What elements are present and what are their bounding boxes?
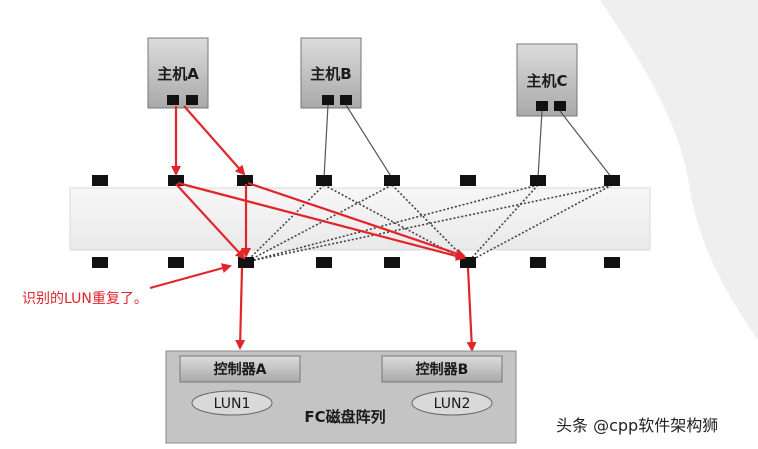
controller-a	[179, 355, 301, 383]
host-c-label: 主机C	[526, 72, 567, 90]
fc-switch-fabric	[69, 187, 651, 251]
controller-b-label: 控制器B	[416, 361, 469, 378]
background-watermark-shape	[600, 0, 758, 340]
lun2-disk	[411, 390, 493, 416]
lun1-disk	[191, 390, 273, 416]
lun2-label: LUN2	[434, 396, 471, 412]
highlighted-paths	[149, 105, 477, 352]
host-c-port-2	[554, 101, 566, 111]
host-b-port-2	[340, 95, 352, 105]
host-a-port-1	[167, 95, 179, 105]
switch-bottom-ports	[92, 257, 620, 268]
lun1-label: LUN1	[214, 396, 251, 412]
host-switch-links	[323, 104, 613, 179]
host-c-port-1	[536, 101, 548, 111]
host-b: 主机B	[300, 37, 362, 109]
host-c: 主机C	[516, 43, 578, 117]
fc-disk-array: 控制器A 控制器B LUN1 LUN2 FC磁盘阵列	[165, 350, 517, 444]
controller-b	[381, 355, 503, 383]
host-a-label: 主机A	[157, 65, 199, 83]
host-b-label: 主机B	[310, 65, 351, 83]
host-b-port-1	[322, 95, 334, 105]
annotation-text: 识别的LUN重复了。	[22, 290, 148, 307]
disk-array-label: FC磁盘阵列	[304, 408, 385, 426]
controller-a-label: 控制器A	[214, 361, 267, 378]
switch-top-ports	[92, 175, 620, 186]
host-a: 主机A	[147, 37, 209, 109]
watermark-text: 头条 @cpp软件架构狮	[556, 416, 718, 435]
host-a-port-2	[186, 95, 198, 105]
